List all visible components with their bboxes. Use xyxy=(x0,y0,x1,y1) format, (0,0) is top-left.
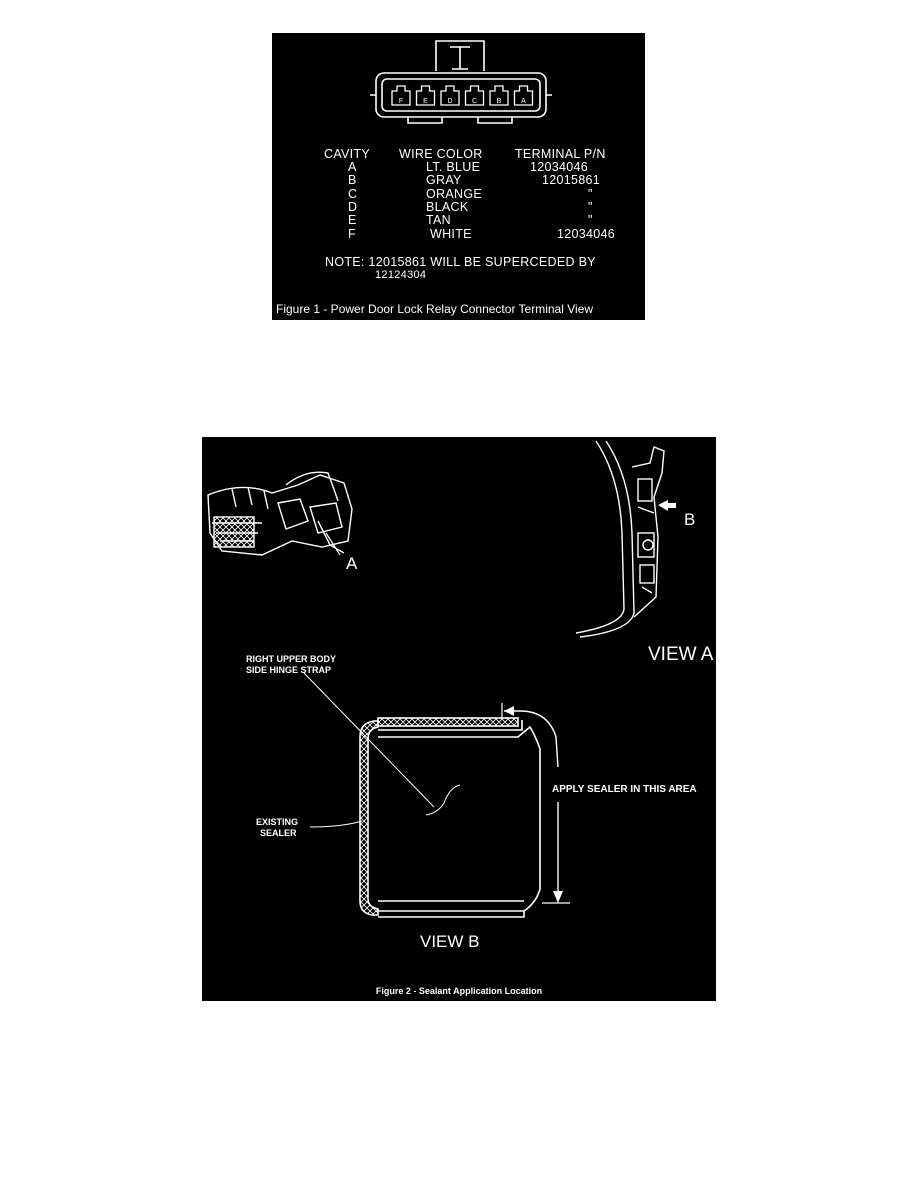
hinge-strap-label-1: RIGHT UPPER BODY xyxy=(246,654,337,664)
view-a-label: VIEW A xyxy=(648,644,714,665)
pin-letter: D xyxy=(447,98,452,105)
pin-letter: A xyxy=(521,98,526,105)
header-terminal-pn: TERMINAL P/N xyxy=(515,147,606,161)
note-line-1: NOTE: 12015861 WILL BE SUPERCEDED BY xyxy=(325,255,596,269)
terminal-pn-cell: 12015861 xyxy=(542,173,601,188)
terminal-pn-cell: 12034046 xyxy=(557,226,616,241)
connector-pin xyxy=(415,85,436,106)
cavity-cell: B xyxy=(348,173,357,188)
wire-color-cell: WHITE xyxy=(430,226,472,241)
apply-sealer-label: APPLY SEALER IN THIS AREA xyxy=(552,784,697,795)
figure-2-panel: A B VIEW A RIGHT UPPER BODY SIDE HINGE S… xyxy=(202,437,716,1001)
cavity-cell: A xyxy=(348,160,357,174)
terminal-pn-cell: " xyxy=(588,186,593,201)
pin-letter: F xyxy=(399,98,403,105)
header-wire-color: WIRE COLOR xyxy=(399,147,483,161)
cavity-cell: E xyxy=(348,213,357,228)
door-frame-sketch xyxy=(575,440,665,638)
cavity-cell: D xyxy=(348,199,358,214)
vehicle-sketch xyxy=(207,471,353,556)
terminal-pn-cell: " xyxy=(588,213,593,228)
wire-color-cell: BLACK xyxy=(426,199,469,214)
cavity-cell: F xyxy=(348,226,356,241)
existing-sealer-label-2: SEALER xyxy=(260,828,297,838)
sealant-diagram xyxy=(207,440,676,918)
pin-letter: C xyxy=(472,98,477,105)
hinge-strap-label-2: SIDE HINGE STRAP xyxy=(246,665,332,675)
hinge-strap-section xyxy=(359,717,541,918)
note-line-2: 12124304 xyxy=(375,269,427,281)
label-b: B xyxy=(684,510,696,529)
view-b-label: VIEW B xyxy=(420,932,480,951)
terminal-pn-cell: " xyxy=(588,199,593,214)
label-a: A xyxy=(346,554,358,573)
terminal-pn-cell: 12034046 xyxy=(530,160,589,174)
wire-color-cell: LT. BLUE xyxy=(426,160,481,174)
figure-1-caption: Figure 1 - Power Door Lock Relay Connect… xyxy=(276,302,594,316)
existing-sealer-label-1: EXISTING xyxy=(256,817,299,827)
header-cavity: CAVITY xyxy=(324,147,371,161)
connector-pin xyxy=(513,85,534,106)
wire-color-cell: GRAY xyxy=(426,173,462,188)
cavity-cell: C xyxy=(348,186,358,201)
pin-letter: E xyxy=(423,98,428,105)
connector-pin xyxy=(489,85,509,106)
connector-pin xyxy=(464,85,485,106)
connector-pin xyxy=(391,85,411,106)
figure-2-caption: Figure 2 - Sealant Application Location xyxy=(375,986,543,996)
wire-color-cell: ORANGE xyxy=(426,186,482,201)
pin-letter: B xyxy=(497,98,502,105)
wire-color-cell: TAN xyxy=(426,213,451,228)
connector-pin xyxy=(440,85,460,106)
